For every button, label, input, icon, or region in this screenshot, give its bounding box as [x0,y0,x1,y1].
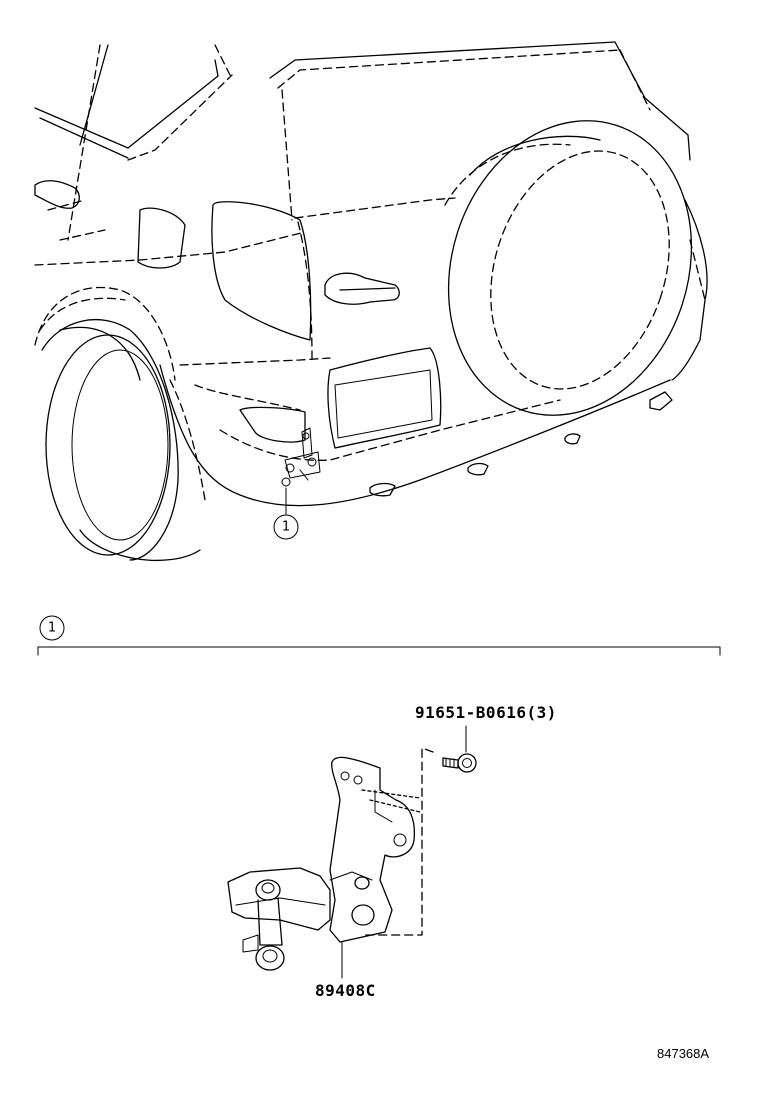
height-control-sensor-89408C [227,756,416,979]
height-sensor-mounted [281,427,321,487]
drawing-code: 847368A [657,1046,710,1061]
callout-number: 1 [282,520,290,535]
sensor-part-number: 89408C [315,981,376,1000]
bolt-part-number: 91651-B0616 [415,703,527,722]
detail-section-header: 1 [37,615,721,656]
bolt-quantity: (3) [526,703,557,722]
bolt-part-label: 91651-B0616(3) [415,703,557,722]
vehicle-rear-view: 1 [34,41,708,562]
sensor-part-label: 89408C [315,981,376,1000]
section-marker: 1 [48,621,56,636]
bolt-91651-B0616 [361,725,477,936]
vehicle-callout-1: 1 [273,487,299,540]
